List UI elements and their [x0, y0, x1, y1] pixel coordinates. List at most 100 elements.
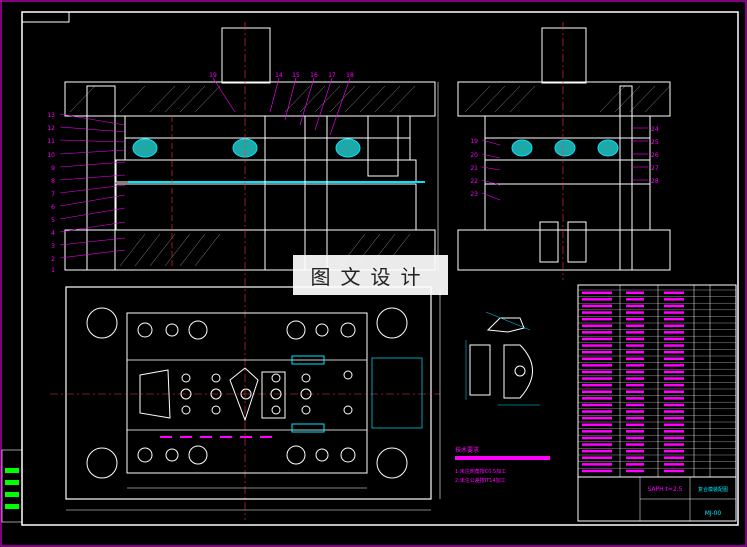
bom-cell-mark	[626, 331, 644, 334]
bom-cell-mark	[664, 377, 684, 380]
bom-cell-mark	[626, 423, 644, 426]
watermark: 图文设计	[293, 255, 448, 295]
bom-cell-mark	[582, 344, 612, 347]
lower-die-outline	[65, 286, 432, 500]
bom-cell-mark	[626, 350, 644, 354]
ejector-rod	[304, 115, 328, 271]
bom-cell-mark	[664, 403, 684, 407]
bom-cell-mark	[582, 390, 612, 393]
material-spec: SAPH t=2.5	[648, 486, 683, 493]
side-punch-2	[567, 221, 587, 263]
side-part-no-19: 19	[470, 138, 478, 145]
bom-cell-mark	[582, 397, 612, 400]
bom-cell-mark	[664, 456, 684, 459]
plan-view	[50, 286, 441, 511]
bom-cell-mark	[626, 311, 644, 314]
part-no-10: 10	[47, 152, 55, 159]
bom-cell-mark	[582, 463, 612, 466]
bom-cell-mark	[664, 324, 684, 327]
bom-cell-mark	[664, 337, 684, 341]
side-spring-2	[554, 139, 576, 157]
bom-cell-mark	[626, 304, 644, 308]
bom-cell-mark	[582, 456, 612, 459]
bom-cell-mark	[582, 304, 612, 308]
part-no-14: 14	[275, 72, 283, 79]
part-no-7: 7	[51, 191, 55, 198]
bom-cell-mark	[582, 291, 612, 294]
bom-cell-mark	[626, 463, 644, 466]
bom-cell-mark	[582, 416, 612, 420]
technical-notes: 技术要求 1.未注倒角按C0.5加工 2.未注公差按IT14加工	[455, 446, 550, 484]
bom-cell-mark	[664, 430, 684, 433]
bom-cell-mark	[664, 331, 684, 334]
part-no-13: 13	[47, 112, 55, 119]
part-iso-sketch	[486, 317, 525, 333]
part-no-2: 2	[51, 256, 55, 263]
bom-cell-mark	[582, 449, 612, 453]
bom-cell-mark	[626, 377, 644, 380]
bom-cell-mark	[626, 337, 644, 341]
side-part-no-22: 22	[470, 178, 478, 185]
side-spring-1	[511, 139, 533, 157]
bom-cell-mark	[626, 403, 644, 407]
side-lower-plate	[457, 229, 671, 271]
side-part-no-25: 25	[651, 139, 659, 146]
spring-left	[132, 138, 158, 158]
bom-cell-mark	[664, 364, 684, 367]
part-no-16: 16	[310, 72, 318, 79]
die-block	[115, 159, 417, 183]
part-no-1: 1	[51, 267, 55, 274]
guide-hole-bottom-right	[376, 447, 408, 479]
bom-cell-mark	[582, 383, 612, 387]
bom-cell-mark	[626, 357, 644, 360]
bom-cell-mark	[664, 298, 684, 301]
bom-cell-mark	[626, 410, 644, 413]
bom-cell-mark	[664, 350, 684, 354]
die-block-outline	[126, 312, 368, 474]
tech-notes-title: 技术要求	[455, 446, 479, 454]
bom-cell-mark	[664, 423, 684, 426]
front-section-view: 13 12 11 10 9 8 7 6 5 4 3 2 1 19 14 15 1…	[47, 22, 439, 520]
bom-cell-mark	[582, 317, 612, 321]
part-no-18: 18	[346, 72, 354, 79]
revision-strip	[1, 449, 23, 523]
side-part-no-27: 27	[651, 165, 659, 172]
bom-cell-mark	[664, 370, 684, 374]
drawing-frame	[21, 11, 739, 526]
bom-cell-mark	[582, 350, 612, 354]
side-part-no-24: 24	[651, 126, 659, 133]
bom-cell-mark	[626, 436, 644, 440]
bom-cell-mark	[664, 436, 684, 440]
bom-cell-mark	[626, 317, 644, 321]
drawing-name: 复合模装配图	[698, 486, 728, 493]
bom-cell-mark	[664, 304, 684, 308]
blank-shape-center	[229, 367, 259, 422]
corner-box	[21, 11, 70, 23]
upper-die-plate	[64, 81, 436, 117]
bom-cell-mark	[626, 298, 644, 301]
punch-retainer	[124, 115, 411, 139]
bom-cell-mark	[582, 423, 612, 426]
bill-of-materials	[577, 284, 737, 478]
bom-cell-mark	[626, 390, 644, 393]
bom-cell-mark	[626, 291, 644, 294]
bom-cell-mark	[582, 311, 612, 314]
tech-note-2: 2.未注公差按IT14加工	[455, 477, 506, 484]
bom-cell-mark	[626, 370, 644, 374]
bom-cell-mark	[664, 344, 684, 347]
bom-cell-mark	[626, 344, 644, 347]
guide-hole-top-right	[376, 307, 408, 339]
bom-cell-mark	[664, 291, 684, 294]
side-spring-3	[597, 139, 619, 157]
lower-backing-plate	[115, 183, 417, 231]
spring-right	[335, 138, 361, 158]
side-part-no-20: 20	[470, 152, 478, 159]
part-front-profile	[503, 344, 533, 399]
side-section-view: 19 20 21 22 23 24 25 26 27 28	[457, 22, 671, 280]
part-no-8: 8	[51, 178, 55, 185]
part-no-15: 15	[292, 72, 300, 79]
stripper-plate	[124, 137, 411, 161]
locator-bottom	[291, 423, 325, 433]
bom-cell-mark	[582, 298, 612, 301]
bom-cell-mark	[664, 390, 684, 393]
